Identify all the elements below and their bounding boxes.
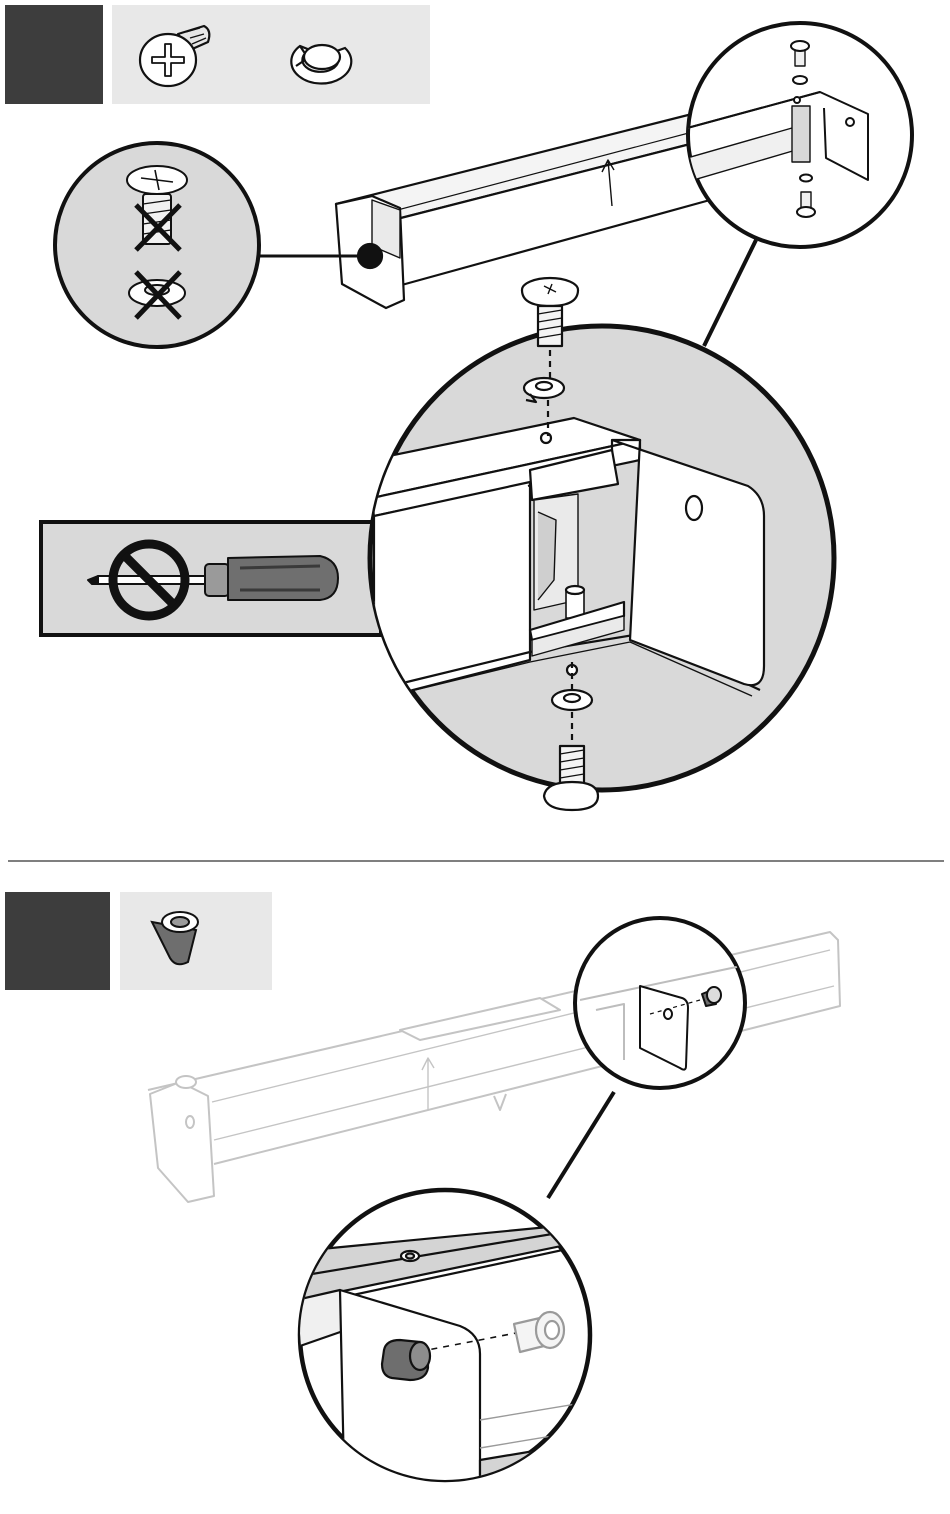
callout-leader-3 <box>548 1092 614 1198</box>
callout-leader-2 <box>704 240 756 346</box>
step-1-parts-panel <box>112 5 430 104</box>
step-1-badge <box>5 5 103 104</box>
bracket-detail-callout <box>680 23 912 247</box>
insert-nut-zoom-callout <box>290 1190 600 1500</box>
bolt-assembly-zoom-callout <box>360 278 834 810</box>
rail-step-1 <box>336 112 710 308</box>
insert-nut-part <box>382 1340 430 1380</box>
step-2-parts-panel <box>120 892 272 990</box>
bottom-washer <box>552 690 592 710</box>
step-1 <box>5 5 912 810</box>
step-2-badge <box>5 892 110 990</box>
do-not-use-power-driver-callout <box>41 522 381 635</box>
insert-nut-detail-callout <box>575 918 760 1088</box>
do-not-use-bolt-callout <box>55 143 259 347</box>
step-2 <box>5 892 840 1500</box>
bracket-hole-marker <box>358 244 382 268</box>
lock-washer-icon <box>291 45 351 83</box>
